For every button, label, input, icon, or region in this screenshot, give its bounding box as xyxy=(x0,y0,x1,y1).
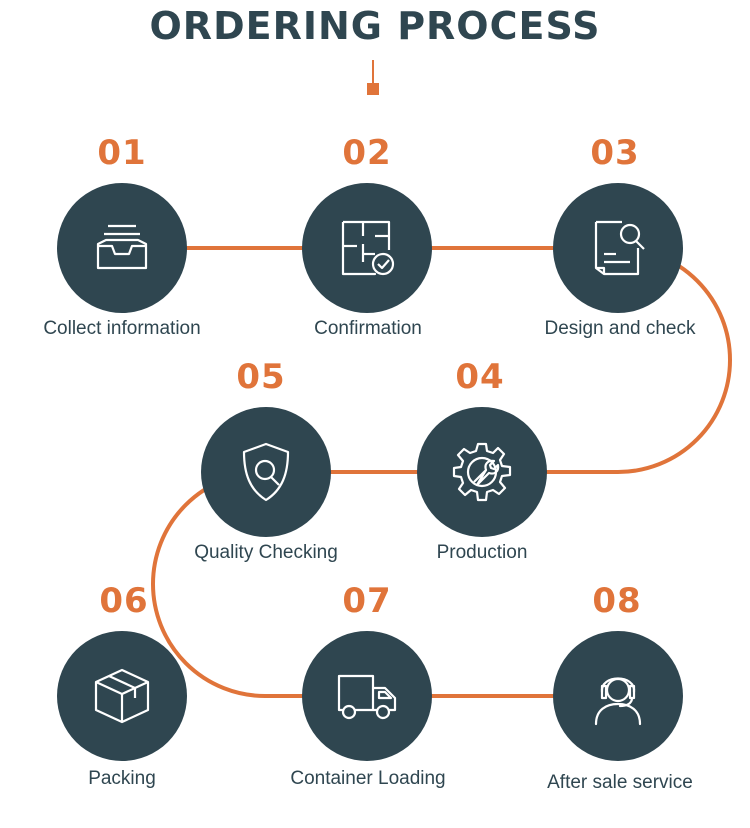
step-circle-01 xyxy=(57,183,187,313)
step-number-05: 05 xyxy=(236,357,286,397)
step-circle-07 xyxy=(302,631,432,761)
step-label-01: Collect information xyxy=(43,318,201,339)
inbox-tray-icon xyxy=(96,224,148,270)
step-number-04: 04 xyxy=(455,357,505,397)
step-number-01: 01 xyxy=(97,133,147,173)
step-label-05: Quality Checking xyxy=(194,542,338,563)
step-label-07: Container Loading xyxy=(290,768,446,789)
title-marker-dot xyxy=(367,83,379,95)
step-label-04: Production xyxy=(436,542,528,563)
step-circle-02 xyxy=(302,183,432,313)
truck-icon xyxy=(337,674,397,720)
title-marker-line xyxy=(372,60,374,84)
step-label-02: Confirmation xyxy=(314,318,422,339)
step-number-02: 02 xyxy=(342,133,392,173)
step-circle-05 xyxy=(201,407,331,537)
floorplan-check-icon xyxy=(341,220,395,276)
step-circle-03 xyxy=(553,183,683,313)
step-label-08: After sale service xyxy=(547,772,693,793)
headset-support-icon xyxy=(594,677,642,726)
step-number-06: 06 xyxy=(99,581,149,621)
shield-search-icon xyxy=(242,442,290,502)
step-label-03: Design and check xyxy=(544,318,696,339)
step-circle-04 xyxy=(417,407,547,537)
gear-wrench-icon xyxy=(452,442,512,502)
step-number-08: 08 xyxy=(592,581,642,621)
step-number-03: 03 xyxy=(590,133,640,173)
step-label-06: Packing xyxy=(88,768,156,789)
step-number-07: 07 xyxy=(342,581,392,621)
step-circle-06 xyxy=(57,631,187,761)
page-title: ORDERING PROCESS xyxy=(149,4,601,48)
step-circle-08 xyxy=(553,631,683,761)
package-box-icon xyxy=(94,668,150,724)
document-search-icon xyxy=(594,220,645,276)
